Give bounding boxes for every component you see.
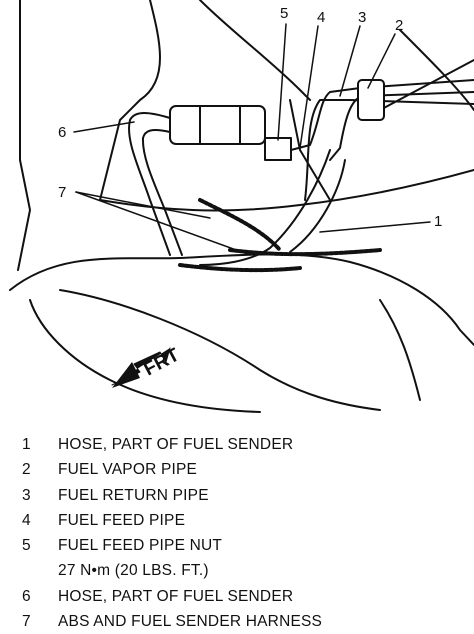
hose-1-b — [289, 159, 346, 253]
legend-item: 2 FUEL VAPOR PIPE — [22, 457, 462, 482]
legend-item: 3 FUEL RETURN PIPE — [22, 483, 462, 508]
callout-2: 2 — [395, 17, 403, 34]
legend-item: 6 HOSE, PART OF FUEL SENDER — [22, 584, 462, 609]
leader-2 — [367, 33, 396, 89]
leader-3 — [339, 25, 361, 97]
legend-item: 7 ABS AND FUEL SENDER HARNESS — [22, 609, 462, 634]
legend-number: 6 — [22, 587, 31, 605]
front-arrow-head — [112, 362, 140, 388]
harness-7-c — [178, 263, 302, 273]
leader-6 — [73, 121, 135, 133]
leader-1 — [319, 221, 431, 233]
fuel-system-diagram: 5 4 3 2 6 7 1 FRT — [9, 0, 474, 413]
callout-7: 7 — [58, 184, 66, 201]
leader-4 — [299, 25, 319, 149]
legend-item: 27 N•m (20 LBS. FT.) — [22, 558, 462, 583]
legend-number: 4 — [22, 511, 31, 529]
frame-outline-upper — [99, 0, 161, 201]
rear-panel-edge — [289, 99, 331, 201]
feed-pipe-nut — [264, 137, 292, 161]
legend-text: FUEL FEED PIPE NUT — [58, 537, 223, 555]
legend-number: 7 — [22, 613, 31, 631]
callout-4: 4 — [317, 9, 325, 26]
callout-1: 1 — [434, 213, 442, 230]
legend-item: 5 FUEL FEED PIPE NUT — [22, 533, 462, 558]
leader-5 — [277, 23, 287, 141]
legend-item: 1 HOSE, PART OF FUEL SENDER — [22, 432, 462, 457]
legend-number: 1 — [22, 436, 31, 453]
legend-number: 3 — [22, 486, 31, 504]
legend-text: ABS AND FUEL SENDER HARNESS — [58, 613, 323, 631]
harness-7 — [198, 198, 282, 252]
tank-seam — [59, 289, 381, 411]
hose-6-inner — [141, 129, 183, 256]
tank-right-edge — [379, 299, 421, 401]
legend-text: HOSE, PART OF FUEL SENDER — [58, 436, 294, 453]
pipe-clip — [357, 79, 385, 121]
tank-lower-contour — [29, 299, 261, 413]
hose-6 — [128, 112, 171, 256]
hose-1 — [199, 149, 331, 266]
legend-number — [22, 558, 58, 583]
fuel-feed-pipe — [290, 79, 474, 151]
direction-label: FRT — [140, 344, 183, 380]
legend-item: 4 FUEL FEED PIPE — [22, 508, 462, 533]
frame-outline-left — [17, 0, 31, 271]
body-contour-right — [399, 29, 474, 111]
legend-number: 2 — [22, 461, 31, 479]
legend-text: FUEL FEED PIPE — [58, 511, 186, 529]
fuel-filter — [169, 105, 266, 145]
legend-text: FUEL VAPOR PIPE — [58, 461, 198, 479]
callout-6: 6 — [58, 124, 66, 141]
callout-5: 5 — [280, 5, 288, 22]
body-contour-top — [199, 0, 311, 101]
harness-7-b — [228, 248, 382, 257]
legend-text: FUEL RETURN PIPE — [58, 486, 209, 504]
legend-number: 5 — [22, 537, 31, 555]
legend-text: 27 N•m (20 LBS. FT.) — [58, 562, 209, 580]
fuel-vapor-pipe — [304, 99, 474, 201]
leader-7b — [75, 191, 251, 256]
leader-7a — [75, 191, 211, 219]
legend-text: HOSE, PART OF FUEL SENDER — [58, 587, 294, 605]
callout-3: 3 — [358, 9, 366, 26]
